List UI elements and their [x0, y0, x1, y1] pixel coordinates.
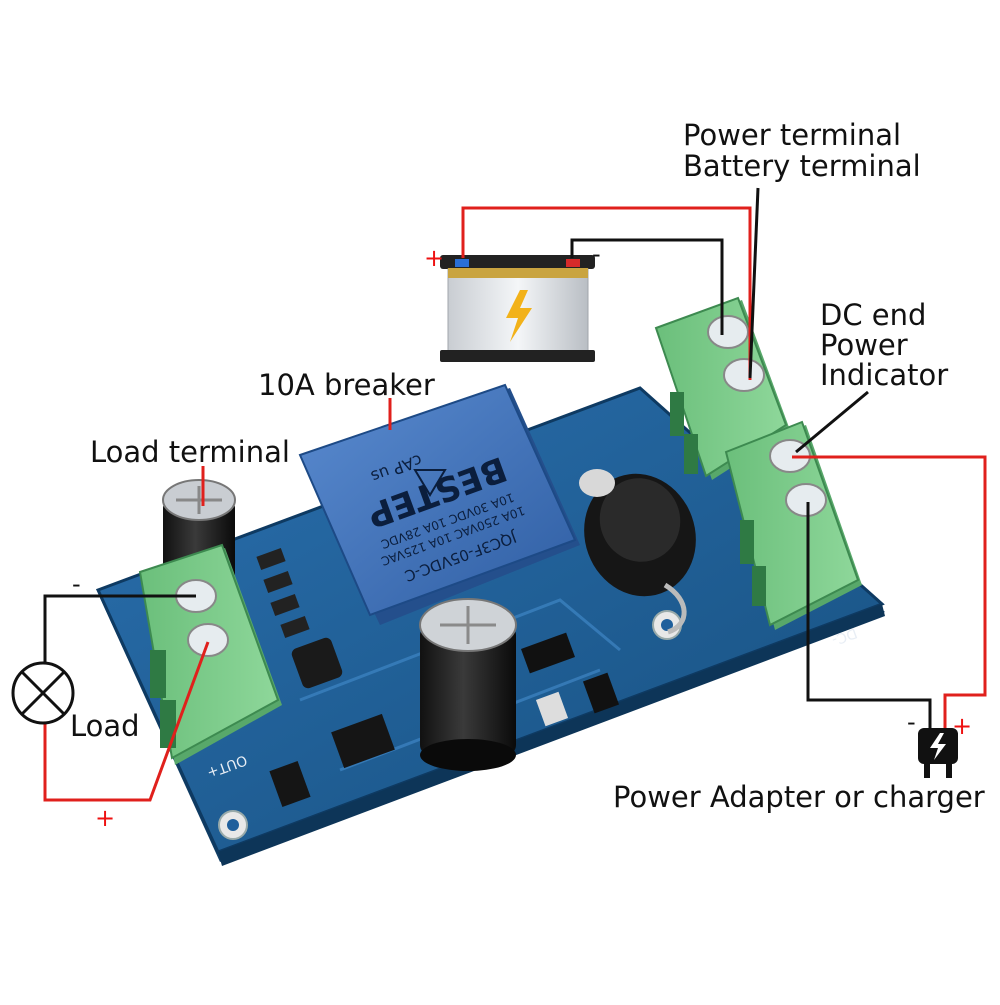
label-breaker: 10A breaker — [258, 368, 435, 402]
adapter-negative-wire — [806, 502, 932, 730]
leader-indicator — [795, 390, 869, 454]
load-terminal-block — [138, 543, 282, 765]
label-battery-terminal: Battery terminal — [683, 149, 921, 183]
adapter-negative-sign: - — [907, 708, 916, 736]
leader-battery-terminal — [748, 187, 760, 379]
battery-screw-neg — [707, 315, 749, 349]
label-indicator: Indicator — [820, 358, 949, 392]
load-screw-pos — [187, 623, 229, 657]
label-power: Power — [820, 328, 908, 362]
load-negative-wire — [43, 594, 196, 670]
label-load-terminal: Load terminal — [90, 435, 290, 469]
power-plug-icon — [918, 728, 958, 778]
battery-screw-pos — [723, 358, 765, 392]
label-load: Load — [70, 709, 140, 743]
load-positive-sign: + — [95, 804, 116, 832]
load-positive-wire — [43, 641, 210, 802]
relay-warning-icon — [413, 469, 447, 497]
label-dc-end: DC end — [820, 298, 927, 332]
smd-components — [256, 547, 620, 807]
relay: JQC3F-05VDC-C 10A 250VAC 10A 125VAC 10A … — [298, 383, 580, 625]
adapter-positive-wire — [792, 455, 987, 730]
adapter-positive-sign: + — [952, 712, 973, 740]
battery-terminal-block — [654, 296, 790, 480]
battery-negative-sign: - — [592, 240, 601, 268]
battery-icon — [440, 255, 595, 362]
capacitor-large — [419, 598, 517, 771]
label-power-terminal: Power terminal — [683, 118, 902, 152]
lightning-icon — [506, 290, 532, 342]
plug-lightning-icon — [930, 733, 946, 760]
battery-negative-wire — [570, 238, 724, 335]
label-adapter: Power Adapter or charger — [613, 780, 985, 814]
inductor — [579, 469, 696, 635]
dc-screw-neg — [785, 483, 827, 517]
load-negative-sign: - — [72, 570, 81, 598]
battery-positive-sign: + — [424, 244, 445, 272]
lamp-icon — [11, 661, 75, 725]
battery-positive-wire — [461, 206, 752, 380]
dc-terminal-block — [724, 420, 862, 630]
